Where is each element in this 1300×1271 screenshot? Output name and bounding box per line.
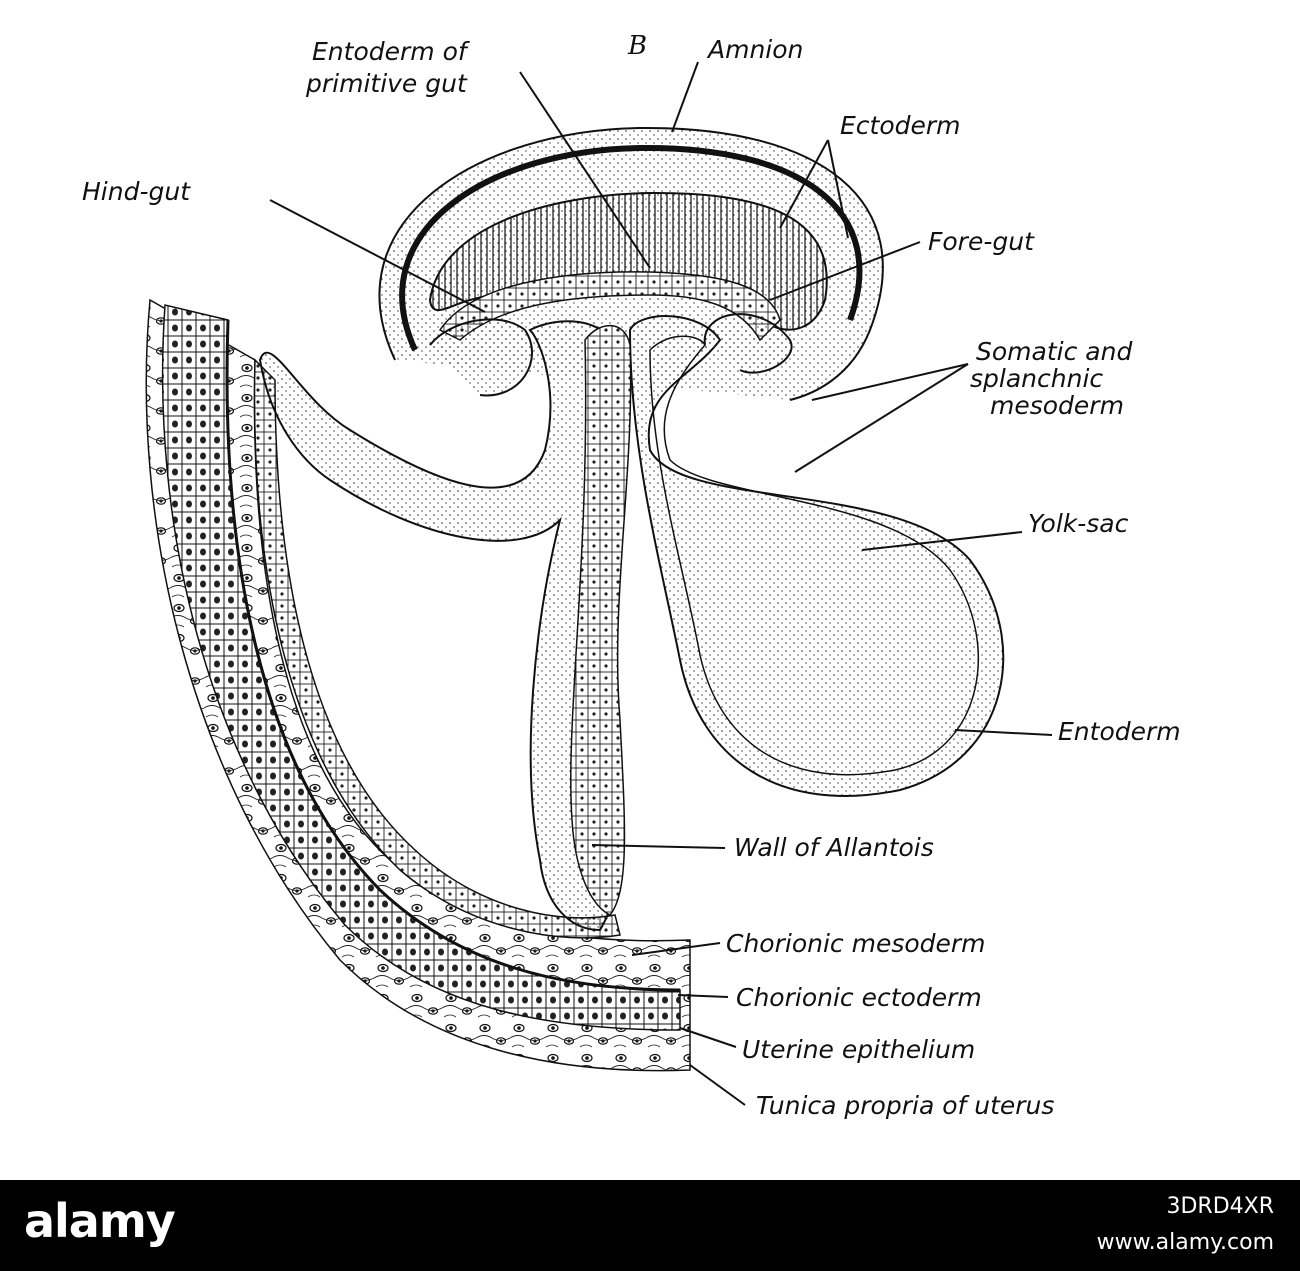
- label-ectoderm: Ectoderm: [840, 111, 961, 140]
- image-id: 3DRD4XR: [1166, 1194, 1274, 1219]
- label-hind-gut: Hind-gut: [82, 177, 191, 206]
- site-url: www.alamy.com: [1096, 1230, 1274, 1255]
- chorion-epithelium: [253, 358, 621, 939]
- label-tunica-propria: Tunica propria of uterus: [756, 1091, 1054, 1120]
- uterine-wall-tissue: [145, 298, 691, 1072]
- brand-logo: alamy: [24, 1194, 176, 1248]
- embryo-diagram: B Entoderm of primitive gut Amnion Ectod…: [82, 31, 1181, 1120]
- label-somatic-1: Somatic and: [976, 337, 1132, 366]
- leader-lines: [269, 61, 1053, 1106]
- allantois: [258, 318, 632, 932]
- label-wall-of-allantois: Wall of Allantois: [734, 833, 934, 862]
- label-somatic-2: splanchnic: [970, 364, 1103, 393]
- label-yolk-sac: Yolk-sac: [1028, 509, 1129, 538]
- label-entoderm-primitive-gut-1: Entoderm of: [312, 37, 470, 66]
- yolk-sac: [628, 313, 1005, 797]
- watermark-footer: alamy 3DRD4XR www.alamy.com: [0, 1180, 1300, 1271]
- label-entoderm: Entoderm: [1058, 717, 1181, 746]
- label-fore-gut: Fore-gut: [928, 227, 1035, 256]
- label-chorionic-ectoderm: Chorionic ectoderm: [736, 983, 982, 1012]
- label-somatic-3: mesoderm: [990, 391, 1124, 420]
- label-chorionic-mesoderm: Chorionic mesoderm: [726, 929, 986, 958]
- label-entoderm-primitive-gut-2: primitive gut: [305, 69, 468, 98]
- primitive-gut: [438, 271, 781, 342]
- label-uterine-epithelium: Uterine epithelium: [742, 1035, 975, 1064]
- figure-letter: B: [627, 31, 647, 61]
- label-amnion: Amnion: [706, 35, 803, 64]
